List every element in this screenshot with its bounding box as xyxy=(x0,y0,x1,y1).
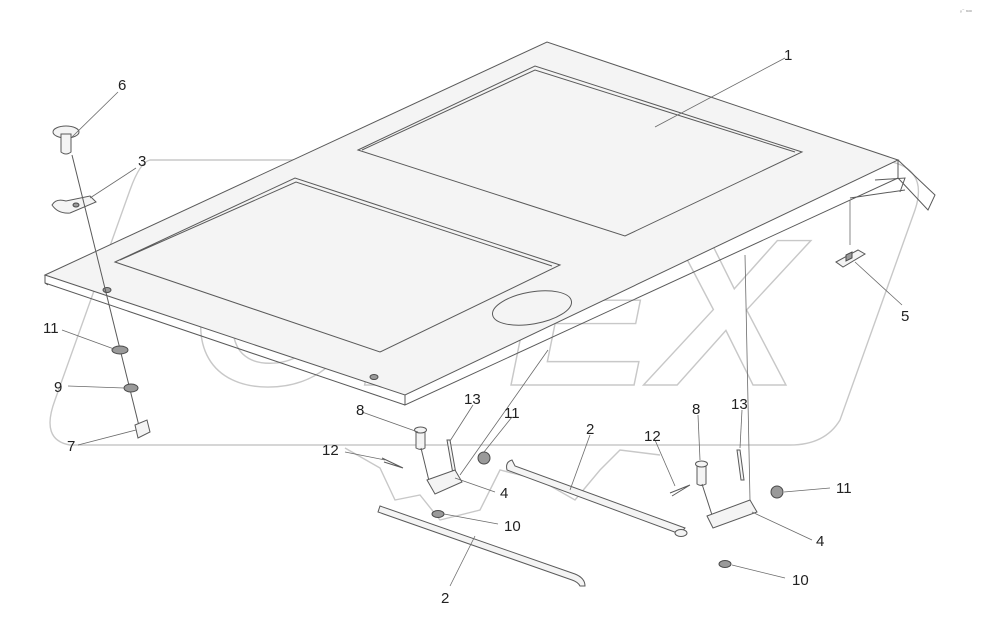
callout-12-right: 12 xyxy=(644,428,661,445)
callout-1: 1 xyxy=(784,47,792,64)
callout-11-mid: 11 xyxy=(504,405,520,422)
hatch-opening-right xyxy=(356,65,804,237)
hinge-part-4-right xyxy=(706,499,758,529)
hinge-part-4-left xyxy=(426,469,463,495)
leader-8-left xyxy=(361,411,419,433)
watermark-ring xyxy=(49,159,920,446)
bracket-tab xyxy=(845,251,853,262)
cover-flange xyxy=(849,177,906,199)
leader-5 xyxy=(854,261,903,306)
leader-10-left xyxy=(443,513,499,525)
callout-13-right: 13 xyxy=(731,396,748,413)
cotter-part-13-right xyxy=(736,449,745,481)
callout-9: 9 xyxy=(54,379,62,396)
rod-upper-end xyxy=(674,529,688,537)
pin-head-right xyxy=(695,460,708,468)
clamp-hole xyxy=(72,202,80,208)
rod-lower xyxy=(377,505,586,587)
callout-7: 7 xyxy=(67,438,75,455)
bracket-part-5 xyxy=(835,249,866,268)
rod-upper xyxy=(506,459,686,535)
cover-hole-left xyxy=(102,287,112,293)
washer-part-11-right xyxy=(770,485,784,499)
callout-6: 6 xyxy=(118,77,126,94)
washer-part-9 xyxy=(123,383,139,393)
callout-2-lower: 2 xyxy=(441,590,449,607)
cover-right-edge xyxy=(897,159,936,211)
leader-lines xyxy=(61,57,903,587)
leader-12-left xyxy=(344,451,386,461)
leader-11-mid xyxy=(483,416,513,453)
split-pin-part-12-left xyxy=(381,457,404,469)
cover-hole-front xyxy=(369,374,379,380)
leader-8-right xyxy=(697,414,701,461)
callout-10-left: 10 xyxy=(504,518,521,535)
bolt-shank xyxy=(60,133,72,155)
pin-shaft-right xyxy=(701,483,713,516)
leader-4-right xyxy=(744,254,813,541)
left-fastener-stack xyxy=(71,154,151,439)
washer-part-11-mid xyxy=(477,451,491,465)
leader-7 xyxy=(77,429,137,446)
leader-13-left xyxy=(449,404,474,442)
pin-part-8-right xyxy=(696,463,707,486)
leader-6 xyxy=(71,91,119,138)
callout-8-right: 8 xyxy=(692,401,700,418)
leader-11-left xyxy=(61,329,115,350)
left-hinge-assembly xyxy=(381,426,491,518)
callout-8-left: 8 xyxy=(356,402,364,419)
leader-4-left xyxy=(454,349,549,493)
split-pin-part-12-right xyxy=(669,484,691,497)
leader-1 xyxy=(654,57,786,128)
pin-head-left xyxy=(414,426,427,434)
callout-4-left: 4 xyxy=(500,485,508,502)
callout-11-right: 11 xyxy=(836,480,852,497)
bolt-part-6 xyxy=(52,125,80,155)
rods-part-2 xyxy=(377,459,688,587)
cover-side-lip xyxy=(44,177,899,406)
callout-10-right: 10 xyxy=(792,572,809,589)
pin-shaft-left xyxy=(420,447,431,486)
washer-part-10-right xyxy=(718,560,732,568)
leader-12-right xyxy=(654,439,676,487)
leader-3 xyxy=(89,167,137,199)
leader-10-right xyxy=(731,564,786,579)
washer-part-10-left xyxy=(431,510,445,518)
callout-13-left: 13 xyxy=(464,391,481,408)
callout-5: 5 xyxy=(901,308,909,325)
callout-11-left: 11 xyxy=(43,320,59,337)
cover-panel xyxy=(43,41,936,406)
leader-9 xyxy=(67,385,125,389)
leader-2-upper xyxy=(569,434,591,491)
callout-3: 3 xyxy=(138,153,146,170)
right-hinge-assembly xyxy=(669,449,784,568)
leader-13-right xyxy=(739,409,743,449)
leader-11-right xyxy=(783,487,831,493)
hatch-opening-left xyxy=(113,177,562,353)
leader-2-lower xyxy=(449,535,476,587)
clamp-part-3 xyxy=(51,195,97,214)
corner-mark: ₒ⁻ ₘₘ xyxy=(960,8,972,14)
callout-12-left: 12 xyxy=(322,442,339,459)
nut-part-7 xyxy=(134,419,151,439)
washer-part-11-left xyxy=(111,345,129,355)
callout-4-right: 4 xyxy=(816,533,824,550)
callout-2-upper: 2 xyxy=(586,421,594,438)
cover-round-port xyxy=(492,290,572,326)
callout-labels: 1 2 2 3 4 4 5 6 7 8 8 9 10 10 11 11 11 1… xyxy=(43,47,909,607)
